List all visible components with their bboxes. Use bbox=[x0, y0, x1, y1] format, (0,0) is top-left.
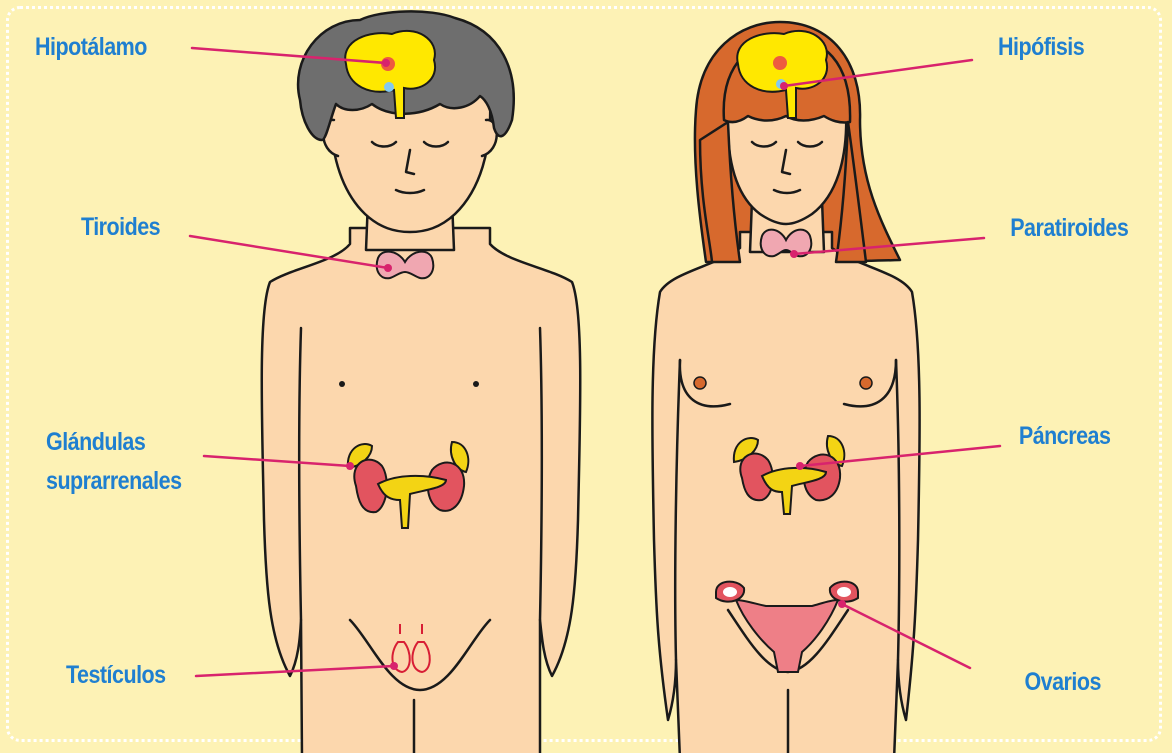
dot-hipofisis bbox=[780, 82, 788, 90]
label-glandulas-line1: Glándulas bbox=[46, 427, 145, 458]
dot-testiculos bbox=[390, 662, 398, 670]
female-nipple-right bbox=[860, 377, 872, 389]
label-ovarios: Ovarios bbox=[1025, 667, 1101, 698]
label-tiroides: Tiroides bbox=[81, 212, 160, 243]
dot-paratiroides bbox=[790, 250, 798, 258]
dot-tiroides bbox=[384, 264, 392, 272]
dot-hipotalamo bbox=[382, 59, 390, 67]
label-glandulas-line2: suprarrenales bbox=[46, 466, 182, 497]
female-ovary-left-inner bbox=[723, 587, 737, 597]
male-nipple-right bbox=[473, 381, 479, 387]
dot-glandulas bbox=[346, 462, 354, 470]
label-hipotalamo: Hipotálamo bbox=[35, 32, 147, 63]
female-ovary-right-inner bbox=[837, 587, 851, 597]
label-pancreas: Páncreas bbox=[1018, 421, 1110, 452]
male-nipple-left bbox=[339, 381, 345, 387]
dot-pancreas bbox=[796, 462, 804, 470]
male-pituitary-dot bbox=[384, 82, 394, 92]
label-hipofisis: Hipófisis bbox=[998, 32, 1084, 63]
dot-ovarios bbox=[838, 600, 846, 608]
label-testiculos: Testículos bbox=[66, 660, 166, 691]
label-paratiroides: Paratiroides bbox=[1010, 213, 1128, 244]
female-hypothalamus-dot bbox=[773, 56, 787, 70]
female-nipple-left bbox=[694, 377, 706, 389]
